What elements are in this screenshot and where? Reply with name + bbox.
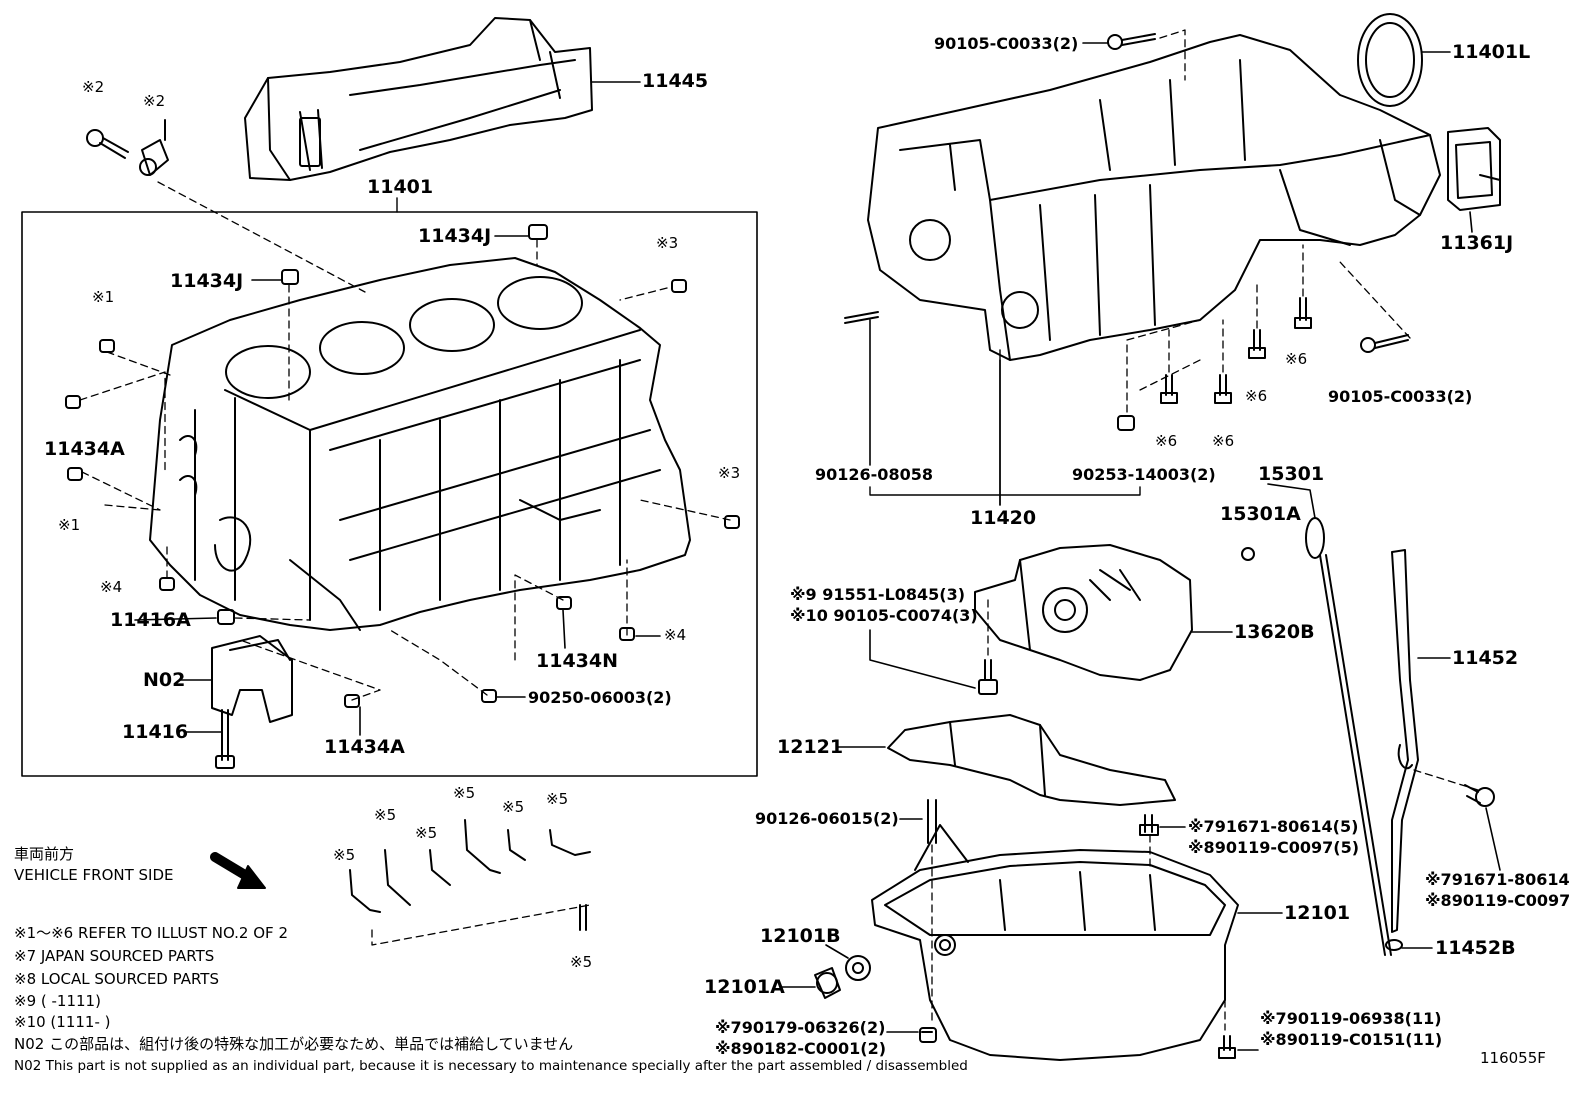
lower-pan-bolts bbox=[919, 814, 1236, 1059]
mark-4-right: ※4 bbox=[664, 626, 687, 644]
label-90105-C0074: ※10 90105-C0074(3) bbox=[790, 606, 978, 625]
label-11452B: 11452B bbox=[1435, 937, 1516, 959]
note-n02-jp: N02 この部品は、組付け後の特殊な加工が必要なため、単品では補給していません bbox=[14, 1035, 574, 1053]
label-90105-C0033-right: 90105-C0033(2) bbox=[1328, 387, 1473, 406]
mark-5-b: ※5 bbox=[374, 806, 397, 824]
label-12101A: 12101A bbox=[704, 976, 785, 998]
block-group-frame bbox=[21, 211, 758, 777]
label-13620B: 13620B bbox=[1234, 621, 1315, 643]
note-refer-illust: ※1～※6 REFER TO ILLUST NO.2 OF 2 bbox=[14, 924, 288, 942]
label-890119-right: ※890119-C0097 bbox=[1425, 891, 1571, 910]
mark-5-c: ※5 bbox=[415, 824, 438, 842]
rear-seal-drawing bbox=[1357, 13, 1423, 107]
dipstick-drawing bbox=[1241, 517, 1392, 956]
label-11445: 11445 bbox=[642, 70, 709, 92]
dipstick-guide-drawing bbox=[1385, 549, 1495, 951]
mark-3-top: ※3 bbox=[656, 234, 679, 252]
label-N02: N02 bbox=[143, 669, 186, 691]
label-890119-C0151: ※890119-C0151(11) bbox=[1260, 1030, 1443, 1049]
bracket-bolt-drawing bbox=[86, 119, 169, 176]
upper-pan-dashed-leaders bbox=[1126, 29, 1411, 413]
label-11401L: 11401L bbox=[1452, 41, 1531, 63]
label-11434N: 11434N bbox=[536, 650, 619, 672]
stud-drawing bbox=[927, 799, 937, 844]
mark-6-b: ※6 bbox=[1245, 387, 1268, 405]
mark-5-f: ※5 bbox=[546, 790, 569, 808]
label-15301: 15301 bbox=[1258, 463, 1325, 485]
vehicle-front-en: VEHICLE FRONT SIDE bbox=[14, 866, 174, 884]
mark-4-left: ※4 bbox=[100, 578, 123, 596]
label-11452: 11452 bbox=[1452, 647, 1519, 669]
label-12101: 12101 bbox=[1284, 902, 1351, 924]
label-890182: ※890182-C0001(2) bbox=[715, 1039, 887, 1058]
baffle-plate-drawing bbox=[887, 714, 1176, 806]
drain-plug-drawing bbox=[814, 955, 871, 999]
note-10: ※10 (1111- ) bbox=[14, 1013, 111, 1031]
label-90253: 90253-14003(2) bbox=[1072, 465, 1216, 484]
mark-3-right: ※3 bbox=[718, 464, 741, 482]
oil-pan-upper-drawing bbox=[867, 34, 1441, 361]
label-791671-5: ※791671-80614(5) bbox=[1188, 817, 1359, 836]
bearing-cap-drawing bbox=[211, 635, 293, 769]
label-890119-5: ※890119-C0097(5) bbox=[1188, 838, 1360, 857]
illustration-id: 116055F bbox=[1480, 1049, 1546, 1067]
mark-2-right: ※2 bbox=[143, 92, 166, 110]
label-90126-06015: 90126-06015(2) bbox=[755, 809, 899, 828]
label-11416: 11416 bbox=[122, 721, 189, 743]
cylinder-block-drawing bbox=[149, 257, 691, 631]
label-11361J: 11361J bbox=[1440, 232, 1514, 254]
block-dashed-leaders bbox=[79, 181, 731, 701]
engine-cover-drawing bbox=[244, 17, 593, 181]
label-11434J-top: 11434J bbox=[418, 225, 492, 247]
note-9: ※9 ( -1111) bbox=[14, 992, 101, 1010]
note-local-sourced: ※8 LOCAL SOURCED PARTS bbox=[14, 970, 219, 988]
mark-5-d: ※5 bbox=[453, 784, 476, 802]
mark-6-d: ※6 bbox=[1212, 432, 1235, 450]
oil-pan-lower-drawing bbox=[871, 824, 1239, 1061]
label-12121: 12121 bbox=[777, 736, 844, 758]
upper-pan-bolts bbox=[844, 33, 1409, 431]
label-90126-08058: 90126-08058 bbox=[815, 465, 933, 484]
oil-pump-drawing bbox=[974, 544, 1193, 695]
label-11434J-mid: 11434J bbox=[170, 270, 244, 292]
mark-6-c: ※6 bbox=[1155, 432, 1178, 450]
label-791671-right: ※791671-80614 bbox=[1425, 870, 1570, 889]
dowel-pins bbox=[65, 224, 740, 708]
label-11416A: 11416A bbox=[110, 609, 191, 631]
label-90250: 90250-06003(2) bbox=[528, 688, 672, 707]
mark-2-left: ※2 bbox=[82, 78, 105, 96]
mark-5-a: ※5 bbox=[333, 846, 356, 864]
label-11434A-bottom: 11434A bbox=[324, 736, 405, 758]
label-790179: ※790179-06326(2) bbox=[715, 1018, 886, 1037]
note-n02-en: N02 This part is not supplied as an indi… bbox=[14, 1058, 968, 1074]
mark-1-top: ※1 bbox=[92, 288, 115, 306]
label-11420: 11420 bbox=[970, 507, 1037, 529]
mark-5-e: ※5 bbox=[502, 798, 525, 816]
label-11401: 11401 bbox=[367, 176, 434, 198]
label-90105-C0033-top: 90105-C0033(2) bbox=[934, 34, 1079, 53]
label-15301A: 15301A bbox=[1220, 503, 1301, 525]
mark-1-bottom: ※1 bbox=[58, 516, 81, 534]
leader-lines bbox=[134, 42, 1501, 1051]
small-brackets-drawing bbox=[349, 819, 591, 931]
label-11434A-left: 11434A bbox=[44, 438, 125, 460]
mark-6-a: ※6 bbox=[1285, 350, 1308, 368]
note-japan-sourced: ※7 JAPAN SOURCED PARTS bbox=[14, 947, 215, 965]
label-12101B: 12101B bbox=[760, 925, 841, 947]
vehicle-front-jp: 車両前方 bbox=[14, 845, 75, 863]
cover-plate-drawing bbox=[1447, 127, 1501, 211]
mark-5-g: ※5 bbox=[570, 953, 593, 971]
label-790119: ※790119-06938(11) bbox=[1260, 1009, 1442, 1028]
label-91551: ※9 91551-L0845(3) bbox=[790, 585, 966, 604]
